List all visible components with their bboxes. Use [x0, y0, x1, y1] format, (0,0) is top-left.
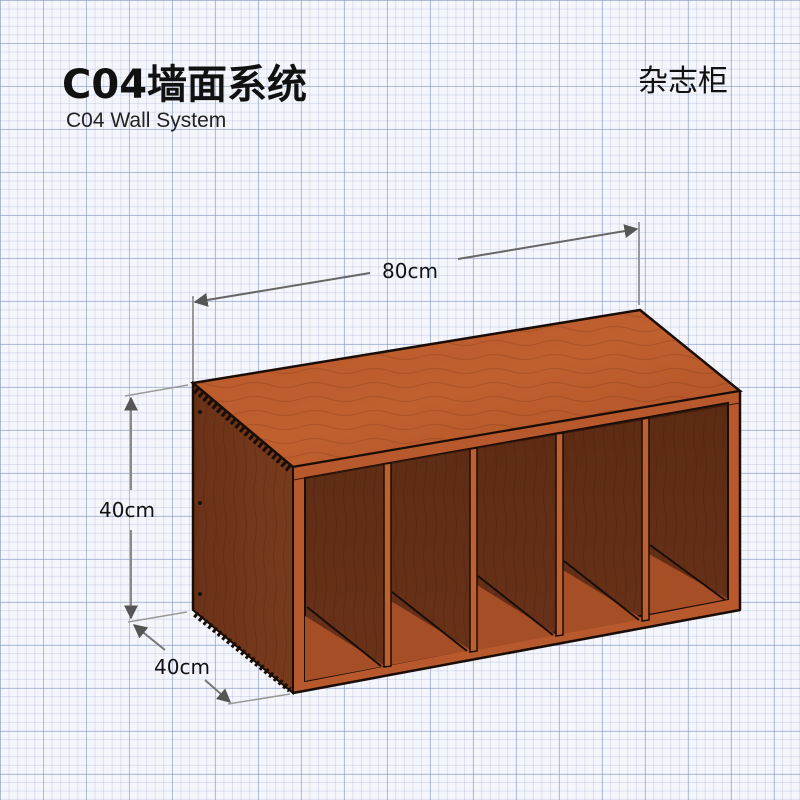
divider	[469, 447, 478, 653]
page-title: C04墙面系统	[62, 62, 308, 108]
product-name: 杂志柜	[638, 64, 728, 99]
dimension-height	[124, 384, 189, 623]
dimension-height-label: 40cm	[99, 498, 155, 522]
divider	[383, 462, 392, 668]
cabinet-left-side	[192, 380, 294, 696]
dimension-depth	[132, 624, 291, 705]
compartments	[305, 417, 728, 681]
divider	[641, 417, 650, 622]
dimension-width-label: 80cm	[382, 259, 438, 283]
divider	[555, 432, 564, 637]
dimension-width	[192, 222, 640, 383]
dimension-depth-label: 40cm	[154, 655, 210, 679]
cabinet-outline	[191, 383, 742, 695]
page-subtitle: C04 Wall System	[66, 109, 227, 132]
